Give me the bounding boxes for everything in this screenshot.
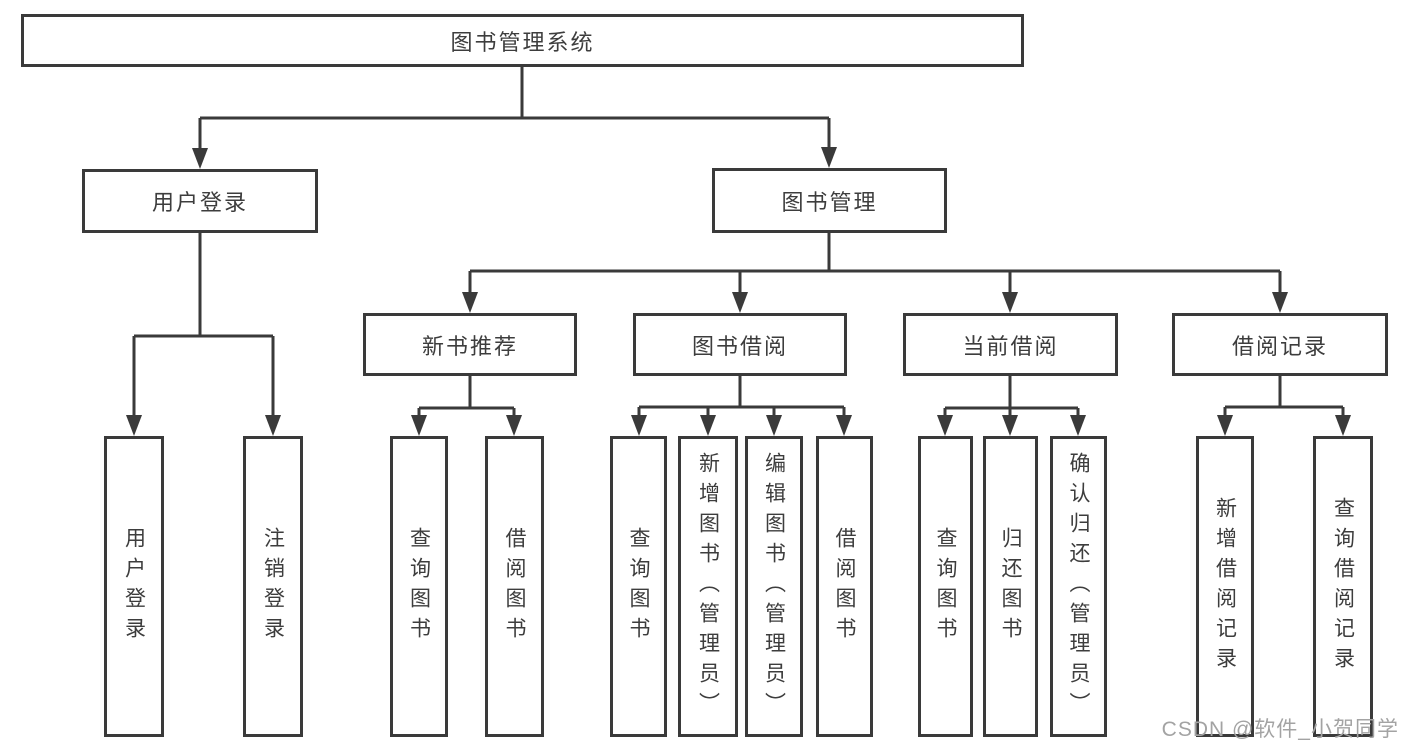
node-label: 查询图书 [407,526,431,647]
node-library-system: 图书管理系统 [21,14,1024,67]
arrow-down-icon [1272,292,1288,313]
arrow-down-icon [126,415,142,436]
arrow-down-icon [192,148,208,169]
node-label: 归还图书 [999,526,1022,647]
watermark: CSDN @软件_小贺同学 [1161,718,1399,741]
node-label: 注销登录 [261,526,285,647]
arrow-down-icon [766,415,782,436]
leaf-add-borrow-record: 新增借阅记录 [1196,436,1254,737]
node-label: 新书推荐 [421,333,518,359]
leaf-query-books-recommend: 查询图书 [390,436,448,737]
leaf-logout: 注销登录 [243,436,303,737]
node-current-borrow: 当前借阅 [903,313,1118,376]
node-label: 查询图书 [934,526,957,647]
leaf-confirm-return-admin: 确认归还（管理员） [1050,436,1107,737]
arrow-down-icon [732,292,748,313]
arrow-down-icon [1070,415,1086,436]
node-label: 借阅记录 [1231,333,1328,359]
node-label: 查询借阅记录 [1331,496,1355,677]
arrow-down-icon [411,415,427,436]
arrow-down-icon [1217,415,1233,436]
node-label: 图书借阅 [691,333,788,359]
arrow-down-icon [1002,292,1018,313]
node-label: 新增借阅记录 [1213,496,1237,677]
node-label: 当前借阅 [962,333,1059,359]
node-label: 图书管理系统 [450,29,595,55]
arrow-down-icon [462,292,478,313]
node-label: 新增图书（管理员） [696,451,720,722]
node-label: 编辑图书（管理员） [762,451,786,722]
leaf-user-login: 用户登录 [104,436,164,737]
node-new-book-recommend: 新书推荐 [363,313,577,376]
node-book-management: 图书管理 [712,168,947,233]
node-label: 查询图书 [627,526,650,647]
leaf-query-books-borrow: 查询图书 [610,436,667,737]
node-borrow-records: 借阅记录 [1172,313,1388,376]
leaf-query-borrow-record: 查询借阅记录 [1313,436,1373,737]
leaf-add-books-admin: 新增图书（管理员） [678,436,738,737]
leaf-query-books-current: 查询图书 [918,436,973,737]
arrow-down-icon [506,415,522,436]
node-label: 借阅图书 [833,526,856,647]
leaf-borrow-books: 借阅图书 [816,436,873,737]
node-label: 用户登录 [122,526,146,647]
node-label: 确认归还（管理员） [1067,451,1090,722]
arrow-down-icon [937,415,953,436]
node-book-borrow: 图书借阅 [633,313,847,376]
arrow-down-icon [1002,415,1018,436]
node-label: 借阅图书 [503,526,526,647]
leaf-edit-books-admin: 编辑图书（管理员） [745,436,803,737]
arrow-down-icon [631,415,647,436]
arrow-down-icon [700,415,716,436]
arrow-down-icon [821,147,837,168]
connector-path [132,67,1345,418]
node-user-login: 用户登录 [82,169,318,233]
arrow-down-icon [1335,415,1351,436]
node-label: 用户登录 [151,190,248,215]
leaf-borrow-books-recommend: 借阅图书 [485,436,544,737]
arrow-down-icon [836,415,852,436]
node-label: 图书管理 [781,189,878,215]
arrowheads [126,147,1351,436]
arrow-down-icon [265,415,281,436]
leaf-return-books: 归还图书 [983,436,1038,737]
